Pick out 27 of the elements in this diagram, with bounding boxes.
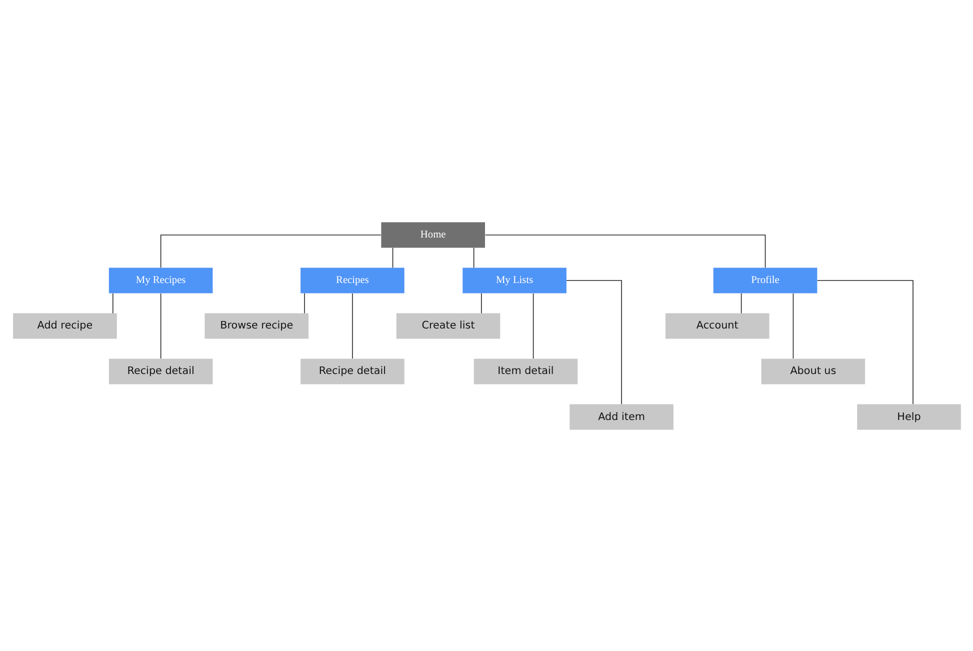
connector bbox=[160, 234, 381, 268]
node-box: My Lists bbox=[462, 267, 566, 293]
connector bbox=[740, 292, 742, 314]
connector bbox=[816, 280, 913, 404]
node-box: Recipes bbox=[300, 267, 404, 293]
node-box: Create list bbox=[396, 312, 500, 338]
connector bbox=[160, 292, 161, 358]
connector bbox=[792, 292, 794, 358]
connector bbox=[566, 280, 622, 404]
node-box: Recipe detail bbox=[300, 358, 404, 384]
node-box: Add recipe bbox=[12, 312, 116, 338]
node-box: About us bbox=[760, 358, 865, 384]
connector bbox=[480, 292, 482, 314]
node-box: Profile bbox=[712, 267, 817, 293]
connector bbox=[484, 234, 766, 268]
connector bbox=[112, 292, 113, 314]
node-box: Home bbox=[380, 222, 484, 248]
node-box: Account bbox=[664, 312, 769, 338]
node-box: Add item bbox=[569, 404, 673, 430]
node-box: Browse recipe bbox=[204, 312, 308, 338]
connector bbox=[532, 292, 534, 358]
node-box: Item detail bbox=[473, 358, 578, 384]
node-box: Help bbox=[856, 404, 960, 430]
node-box: My Recipes bbox=[108, 267, 212, 293]
connector bbox=[472, 246, 474, 268]
connector bbox=[392, 246, 393, 268]
node-box: Recipe detail bbox=[108, 358, 212, 384]
